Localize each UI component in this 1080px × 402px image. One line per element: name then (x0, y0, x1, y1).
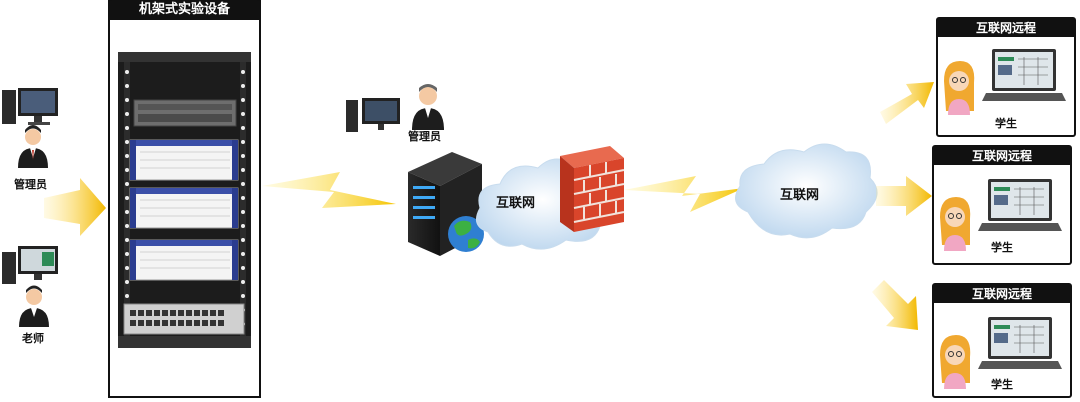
teacher-person-icon (19, 285, 49, 327)
input-arrow (44, 178, 106, 236)
remote-panel-3: 互联网远程 学生 (932, 283, 1072, 398)
remote-panel-title: 互联网远程 (938, 19, 1074, 37)
rack-experiment-module-3 (129, 239, 239, 281)
arrow-to-remote-1 (880, 82, 934, 124)
student-avatar-icon (940, 335, 971, 389)
lightning-link-1 (262, 172, 396, 208)
internet-label-2: 互联网 (780, 188, 820, 203)
remote-panel-caption: 学生 (995, 117, 1017, 130)
student-laptop-scene (944, 49, 1066, 115)
student-avatar-icon (940, 197, 971, 251)
student-laptop-scene (940, 179, 1062, 251)
remote-panel-title: 互联网远程 (934, 285, 1070, 303)
laptop-icon (978, 179, 1062, 231)
laptop-icon (982, 49, 1066, 101)
internet-cloud-2 (735, 143, 878, 239)
admin-computer-icon (2, 88, 58, 125)
remote-panel-title: 互联网远程 (934, 147, 1070, 165)
rack-frame (108, 0, 261, 398)
rack-patch-panel (123, 303, 245, 335)
rack-experiment-module-2 (129, 187, 239, 229)
globe-icon (448, 216, 484, 252)
rack-experiment-module-1 (129, 139, 239, 181)
rack-title: 机架式实验设备 (108, 0, 261, 20)
firewall-icon (560, 146, 625, 232)
teacher-computer-icon (2, 246, 58, 284)
student-laptop-scene (940, 317, 1062, 389)
teacher-label: 老师 (22, 332, 44, 345)
arrow-to-remote-2 (876, 176, 932, 216)
admin-person-icon (18, 125, 48, 168)
internet-label-1: 互联网 (496, 196, 536, 211)
student-avatar-icon (944, 61, 975, 115)
rack-server-unit (133, 99, 237, 127)
center-admin-computer-icon (346, 98, 400, 132)
remote-panel-2: 互联网远程 学生 (932, 145, 1072, 265)
remote-panel-caption: 学生 (991, 378, 1013, 391)
admin-label: 管理员 (14, 178, 47, 191)
remote-panel-1: 互联网远程 学生 (936, 17, 1076, 137)
center-admin-person-icon (412, 84, 444, 130)
arrow-to-remote-3 (872, 280, 918, 330)
laptop-icon (978, 317, 1062, 369)
lightning-link-2 (624, 176, 744, 212)
remote-panel-caption: 学生 (991, 241, 1013, 254)
center-admin-label: 管理员 (408, 130, 441, 143)
